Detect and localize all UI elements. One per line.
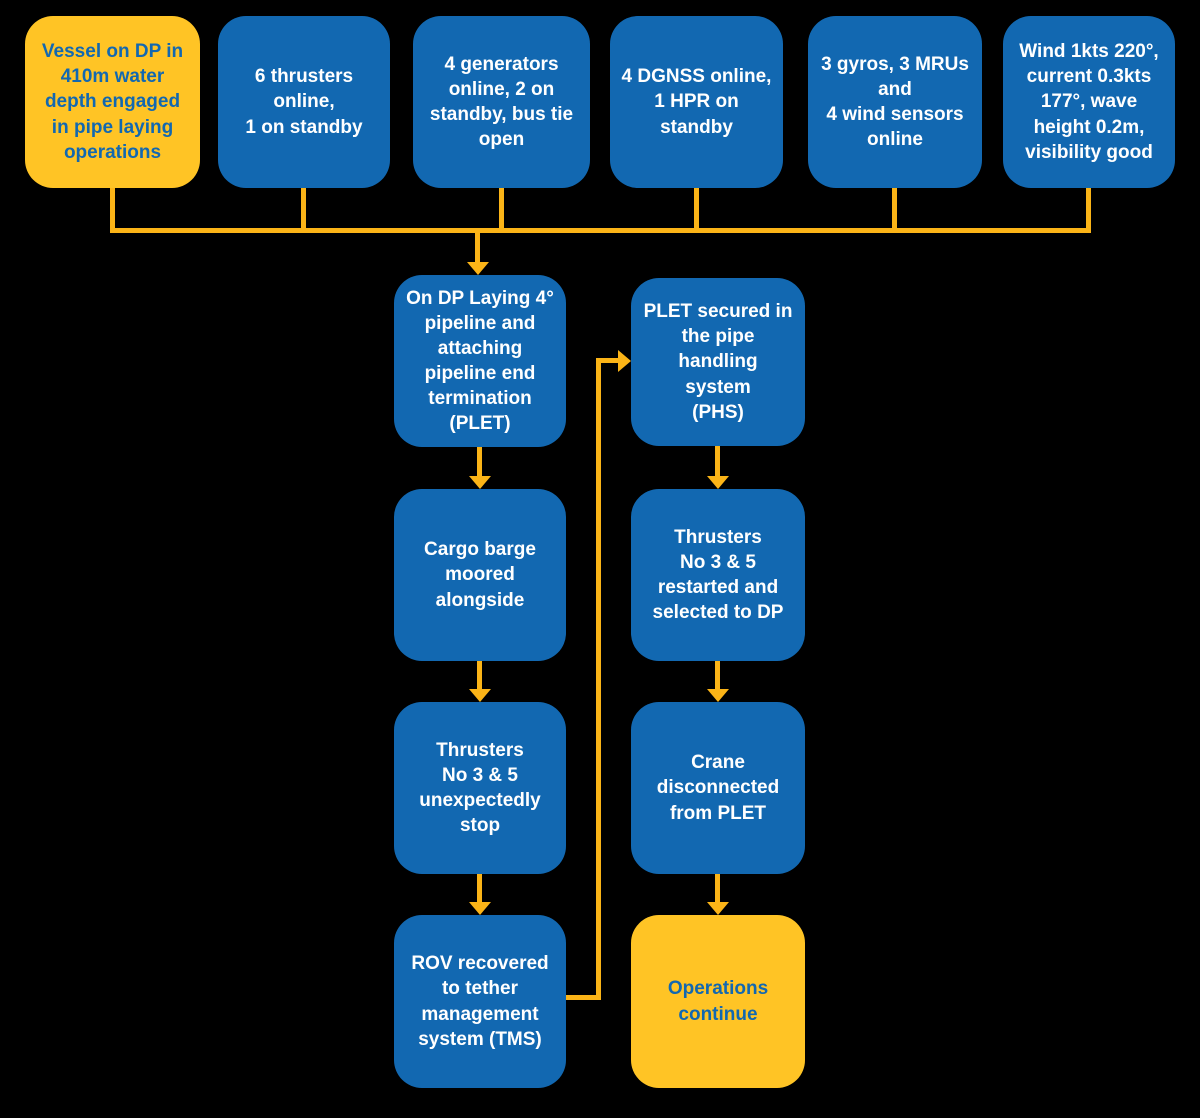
connector-right-1: [715, 446, 720, 477]
node-generators-online: 4 generators online, 2 on standby, bus t…: [413, 16, 590, 188]
node-dgnss-online: 4 DGNSS online, 1 HPR on standby: [610, 16, 783, 188]
connector-stub-thrusters: [301, 188, 306, 230]
arrow-down-icon-right-2: [707, 689, 729, 702]
node-vessel-on-dp: Vessel on DP in 410m water depth engaged…: [25, 16, 200, 188]
connector-stub-gyros: [892, 188, 897, 230]
node-crane-disconnected: Crane disconnected from PLET: [631, 702, 805, 874]
connector-left-3: [477, 874, 482, 903]
connector-stub-weather: [1086, 188, 1091, 230]
arrow-down-icon-right-3: [707, 902, 729, 915]
connector-stub-dgnss: [694, 188, 699, 230]
arrow-down-icon-left-3: [469, 902, 491, 915]
connector-left-2: [477, 661, 482, 690]
connector-left-1: [477, 447, 482, 477]
connector-elbow-vertical: [596, 358, 601, 1000]
node-on-dp-laying-plet: On DP Laying 4° pipeline and attaching p…: [394, 275, 566, 447]
node-thrusters-online: 6 thrusters online, 1 on standby: [218, 16, 390, 188]
arrow-down-icon-drop: [467, 262, 489, 275]
node-operations-continue: Operations continue: [631, 915, 805, 1088]
connector-drop-line: [475, 233, 480, 263]
arrow-down-icon-left-2: [469, 689, 491, 702]
connector-elbow-top: [596, 358, 618, 363]
node-weather: Wind 1kts 220°, current 0.3kts 177°, wav…: [1003, 16, 1175, 188]
arrow-right-icon-elbow: [618, 350, 631, 372]
node-cargo-barge-moored: Cargo barge moored alongside: [394, 489, 566, 661]
arrow-down-icon-right-1: [707, 476, 729, 489]
connector-right-2: [715, 661, 720, 690]
arrow-down-icon-left-1: [469, 476, 491, 489]
connector-stub-generators: [499, 188, 504, 230]
node-thrusters-stop: Thrusters No 3 & 5 unexpectedly stop: [394, 702, 566, 874]
connector-elbow-bottom: [566, 995, 601, 1000]
node-gyros-mrus: 3 gyros, 3 MRUs and 4 wind sensors onlin…: [808, 16, 982, 188]
connector-right-3: [715, 874, 720, 903]
node-plet-secured: PLET secured in the pipe handling system…: [631, 278, 805, 446]
connector-stub-vessel: [110, 188, 115, 230]
node-thrusters-restarted: Thrusters No 3 & 5 restarted and selecte…: [631, 489, 805, 661]
connector-bus-line: [110, 228, 1091, 233]
node-rov-recovered: ROV recovered to tether management syste…: [394, 915, 566, 1088]
